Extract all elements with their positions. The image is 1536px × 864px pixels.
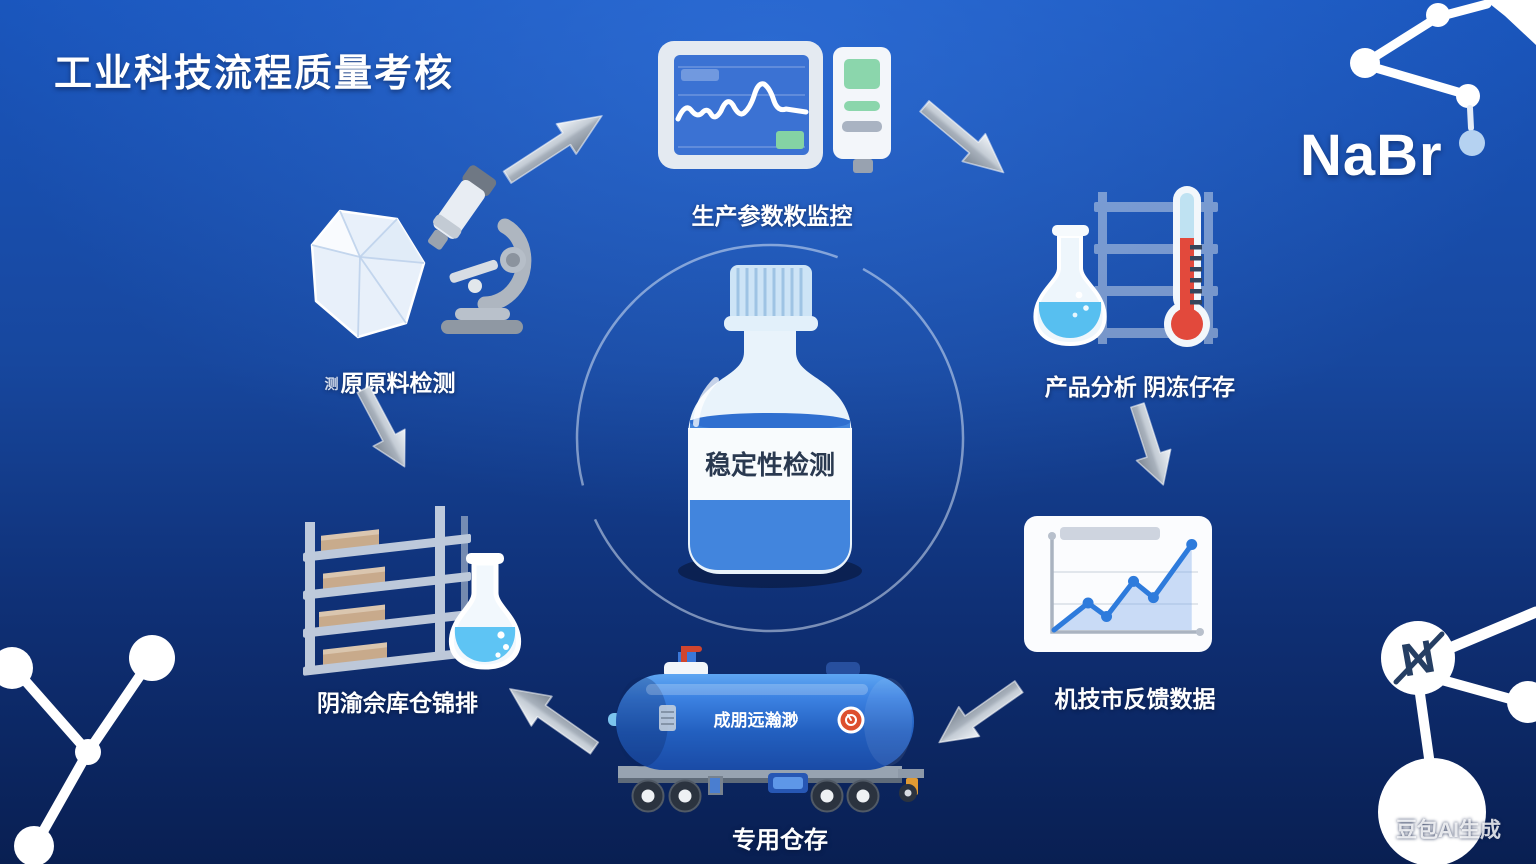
stability-label: 稳定性检测	[705, 450, 835, 480]
garbled-prefix-glyph: 测	[324, 376, 339, 392]
feedback-label: 机技市反馈数据	[1054, 686, 1216, 712]
atom-stem	[1467, 105, 1474, 131]
waveform-icon	[675, 81, 809, 122]
chart-card-icon	[1024, 516, 1212, 652]
molecule-decoration-top-right	[1350, 0, 1536, 156]
warehouse-rack-icon	[303, 506, 471, 676]
bottle-icon: 稳定性检测	[688, 265, 852, 574]
arrow-production-to-analysis	[910, 89, 1022, 194]
analysis-flask-icon	[1033, 225, 1107, 346]
arrow-feedback-to-transport	[922, 668, 1032, 764]
arrow-transport-to-warehouse	[493, 667, 608, 767]
atom-dot-icon	[1459, 130, 1485, 156]
analysis-label: 产品分析 阴冻仔存	[1044, 374, 1236, 400]
molecule-decoration-bottom-left	[0, 635, 175, 864]
production-label: 生产参数敉监控	[691, 203, 853, 229]
page-title: 工业科技流程质量考核	[54, 53, 455, 95]
watermark-text: 豆包AI生成	[1396, 819, 1501, 842]
red-pipe	[681, 646, 702, 668]
tank-body	[616, 674, 914, 770]
arrow-analysis-to-feedback	[1116, 398, 1187, 496]
feedback-chart-plot	[1051, 539, 1198, 633]
monitor-icon	[658, 41, 891, 173]
badge-gauge-icon	[837, 706, 865, 734]
wheels	[631, 779, 917, 813]
arrow-raw-to-production	[495, 94, 619, 197]
crystal-icon	[310, 209, 426, 339]
molecule-decoration-bottom-right: N	[1378, 606, 1536, 864]
formula-text: NaBr	[1300, 123, 1443, 188]
thermometer-icon	[1164, 186, 1210, 347]
microscope-icon	[428, 165, 532, 334]
transport-label: 专用仓存	[732, 827, 828, 854]
warehouse-flask-icon	[448, 553, 522, 670]
warehouse-label: 阴渝佘库仓锦排	[317, 690, 478, 716]
tank-text: 成朋远瀚渺	[714, 710, 799, 730]
tanker-truck-icon: 成朋远瀚渺	[608, 646, 924, 813]
arrow-raw-to-warehouse	[343, 379, 427, 482]
process-ring	[575, 243, 965, 633]
